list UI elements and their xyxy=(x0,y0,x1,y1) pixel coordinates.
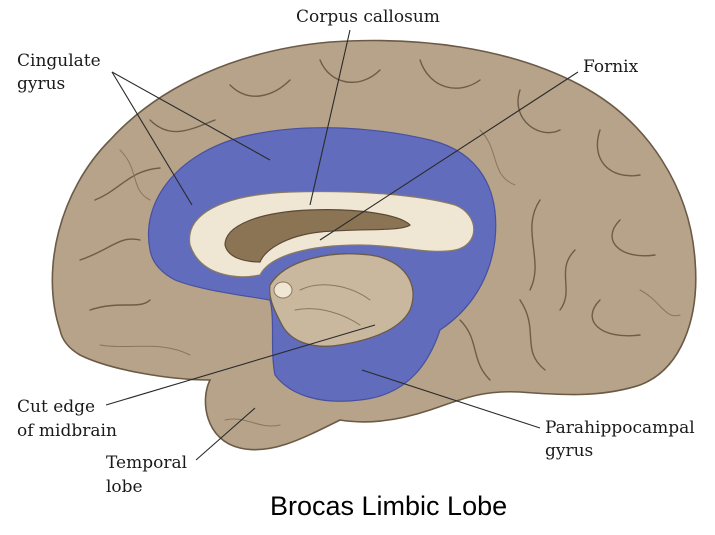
label-fornix: Fornix xyxy=(583,57,639,77)
label-cut-edge-1: Cut edge xyxy=(17,397,95,417)
leader-cingulate-lower xyxy=(111,71,193,206)
leader-cingulate-upper xyxy=(111,71,271,161)
midbrain-cut-shape xyxy=(269,253,414,347)
label-cingulate-gyrus-1: Cingulate xyxy=(17,51,101,71)
brain-folds xyxy=(79,59,681,427)
fornix-bulb xyxy=(273,281,293,299)
label-cingulate-gyrus-2: gyrus xyxy=(17,74,65,94)
leader-cut-edge xyxy=(105,324,376,406)
ventricle-shape xyxy=(224,209,411,263)
leader-corpus-callosum xyxy=(309,29,351,206)
leader-parahippocampal xyxy=(361,369,541,429)
leader-temporal xyxy=(195,407,256,461)
leader-lines xyxy=(105,29,579,461)
label-cut-edge-2: of midbrain xyxy=(17,421,117,441)
label-temporal-lobe-2: lobe xyxy=(106,477,143,497)
leader-fornix xyxy=(319,71,579,241)
diagram-caption: Brocas Limbic Lobe xyxy=(270,491,507,521)
label-parahippocampal-1: Parahippocampal xyxy=(545,418,695,438)
label-temporal-lobe-1: Temporal xyxy=(106,453,187,473)
label-corpus-callosum: Corpus callosum xyxy=(296,7,440,27)
label-parahippocampal-2: gyrus xyxy=(545,441,593,461)
